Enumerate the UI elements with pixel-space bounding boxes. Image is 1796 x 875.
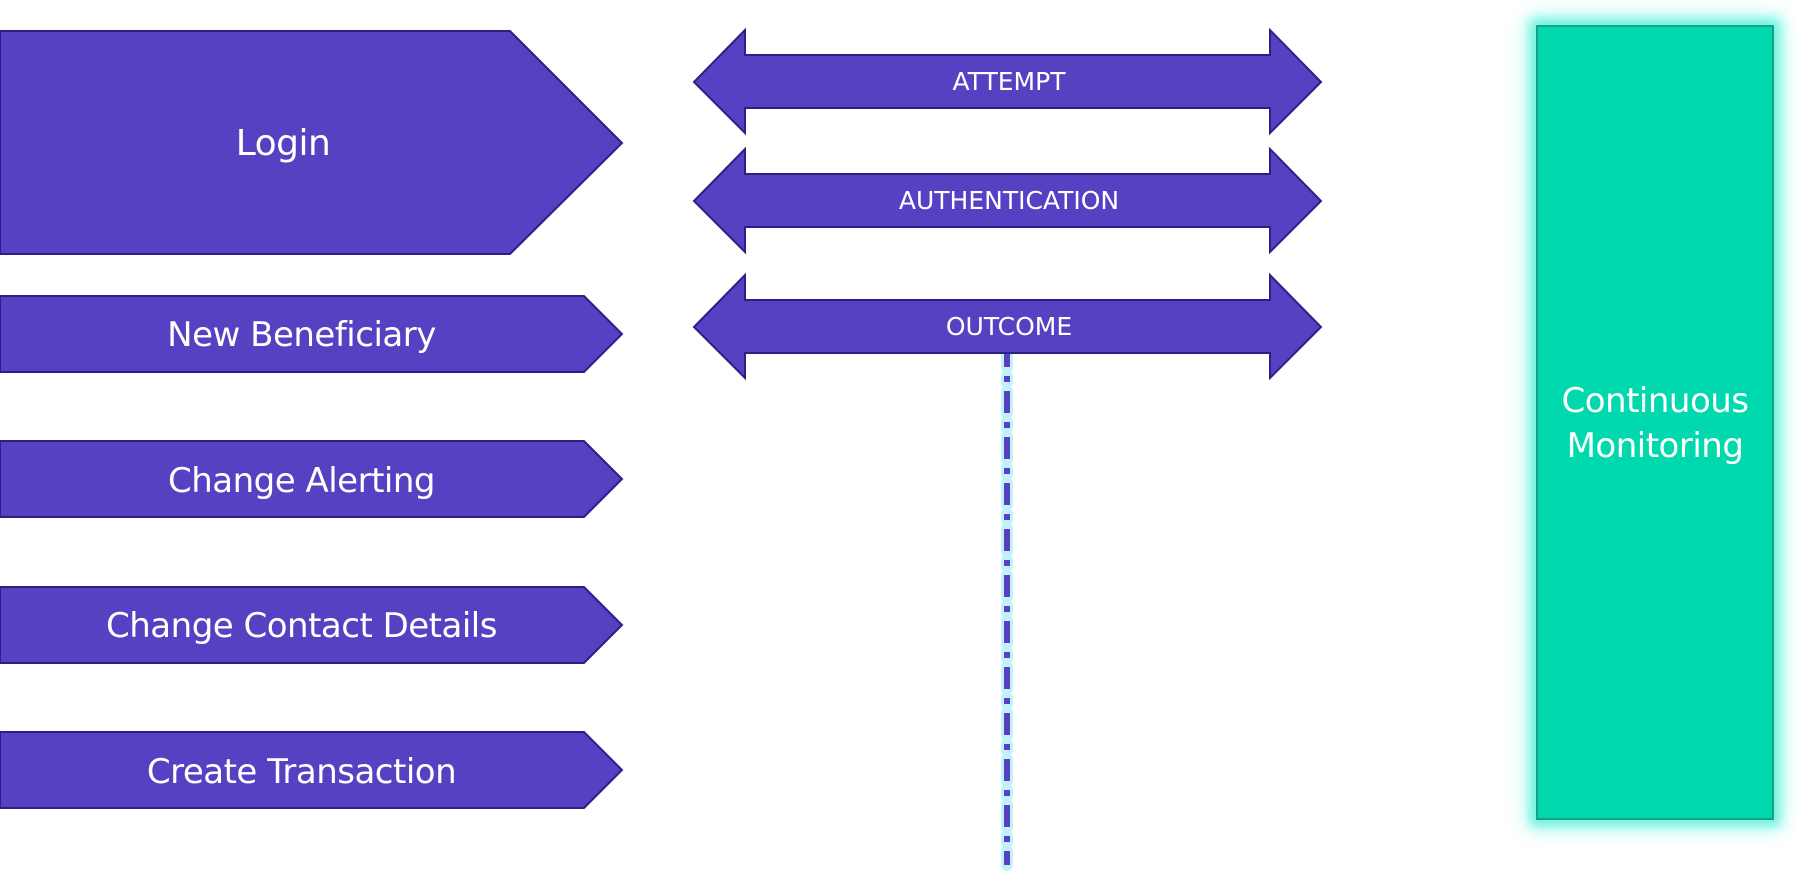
change-contact-details-shape <box>0 586 624 664</box>
outcome-label: OUTCOME <box>945 312 1073 341</box>
login-label: Login <box>235 123 331 164</box>
outcome-arrow <box>692 273 1323 381</box>
attempt-arrow <box>692 28 1323 136</box>
authentication-arrow <box>692 147 1323 255</box>
outcome-dash-line <box>1001 345 1013 871</box>
continuous-monitoring-label: Continuous Monitoring <box>1561 381 1749 466</box>
attempt-label: ATTEMPT <box>952 67 1066 96</box>
new-beneficiary-label: New Beneficiary <box>167 315 436 355</box>
create-transaction-shape <box>0 731 624 809</box>
create-transaction-label: Create Transaction <box>146 752 457 792</box>
new-beneficiary-shape <box>0 295 624 373</box>
login-shape <box>0 30 624 255</box>
authentication-label: AUTHENTICATION <box>898 186 1120 215</box>
change-alerting-shape <box>0 440 624 518</box>
change-contact-details-label: Change Contact Details <box>106 606 497 646</box>
continuous-monitoring-box <box>1536 25 1774 820</box>
change-alerting-label: Change Alerting <box>168 461 436 501</box>
